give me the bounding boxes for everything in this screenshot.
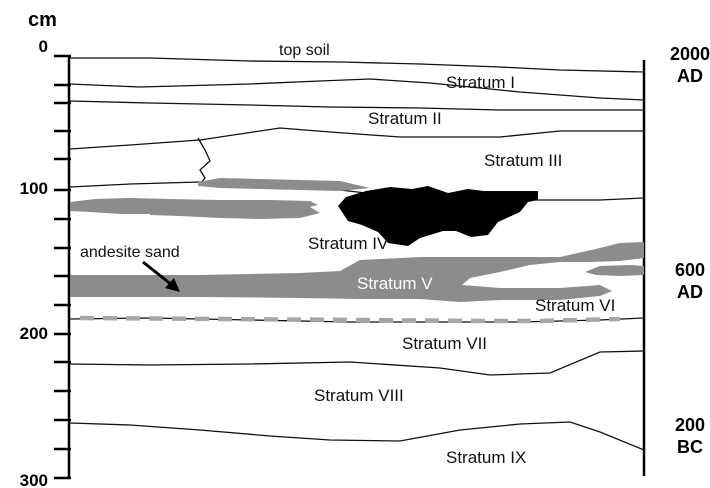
- depth-tick-label-0: 0: [39, 37, 48, 56]
- date-2000-value: 2000: [670, 44, 710, 64]
- stratum-2-label: Stratum II: [368, 109, 442, 128]
- depth-tick-label-100: 100: [20, 179, 48, 198]
- sand-lens-right-small: [585, 265, 644, 276]
- boundary-stratum8-stratum9: [70, 422, 644, 450]
- dashed-boundary-line: [80, 318, 620, 321]
- depth-axis: cm 0 100 200 300: [20, 9, 71, 488]
- sand-lens-left-lower: [150, 205, 320, 219]
- boundary-top-surface: [70, 58, 644, 72]
- date-2000-era: AD: [677, 66, 703, 86]
- stratum-1-label: Stratum I: [446, 73, 515, 92]
- date-600-era: AD: [677, 282, 703, 302]
- boundary-stratum2-stratum3: [70, 128, 644, 149]
- boundary-stratum1-stratum2: [70, 101, 644, 110]
- stratum-8-label: Stratum VIII: [314, 386, 404, 405]
- stratum-4-label: Stratum IV: [308, 234, 389, 253]
- boundary-topsoil-stratum1: [70, 79, 644, 100]
- depth-tick-label-300: 300: [20, 471, 48, 488]
- top-soil-label: top soil: [279, 42, 330, 59]
- stratum-5-label: Stratum V: [357, 274, 433, 293]
- date-200-era: BC: [677, 437, 703, 457]
- stratum-9-label: Stratum IX: [446, 448, 526, 467]
- stratum-6-label: Stratum VI: [535, 296, 615, 315]
- chronology-axis: 2000 AD 600 AD 200 BC: [644, 44, 710, 476]
- stratum-3-label: Stratum III: [484, 151, 562, 170]
- stratum-7-label: Stratum VII: [402, 334, 487, 353]
- depth-tick-label-200: 200: [20, 324, 48, 343]
- depth-unit-label: cm: [28, 9, 57, 31]
- sand-lens-stratum3-base: [198, 178, 370, 191]
- andesite-sand-label: andesite sand: [80, 244, 180, 261]
- date-600-value: 600: [675, 260, 705, 280]
- boundary-stratum7-stratum8: [70, 351, 644, 375]
- date-200-value: 200: [675, 415, 705, 435]
- fissure-line: [198, 138, 210, 184]
